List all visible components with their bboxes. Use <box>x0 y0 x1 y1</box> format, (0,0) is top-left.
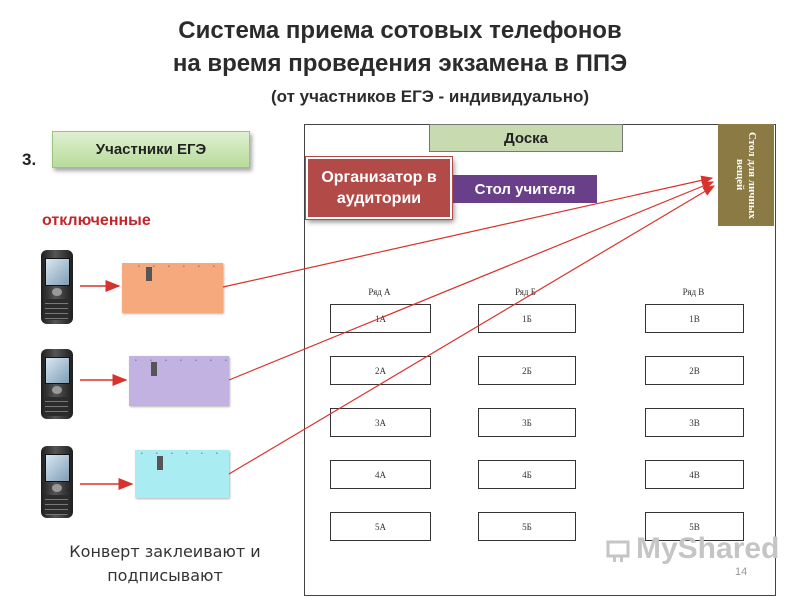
envelope-to-desk-arrow-2 <box>228 181 715 381</box>
phone-screen <box>45 454 70 482</box>
phone-1 <box>41 250 73 324</box>
organizer-box: Организатор в аудитории <box>305 156 453 220</box>
seat-5a: 5А <box>330 512 431 541</box>
organizer-label: Организатор в аудитории <box>321 169 437 207</box>
row-header-a: Ряд А <box>368 287 391 297</box>
seat-5v: 5В <box>645 512 744 541</box>
envelope-dots: • • • • • • • • • • <box>138 265 222 270</box>
seat-4v: 4В <box>645 460 744 489</box>
teacher-desk-label: Стол учителя <box>474 180 576 198</box>
phone-keypad <box>45 397 68 416</box>
envelope-stamp <box>151 362 157 376</box>
phone-screen <box>45 357 70 384</box>
subtitle: (от участников ЕГЭ - индивидуально) <box>270 87 590 106</box>
phone-3 <box>41 446 73 518</box>
personal-items-label: Стол для личных вещей <box>734 131 758 219</box>
envelope-stamp <box>157 456 163 470</box>
phone-keypad <box>45 495 68 515</box>
envelope-dots: • • • • • • • • • • • <box>141 452 227 457</box>
watermark-icon-graphic <box>606 540 630 562</box>
phone-2 <box>41 349 73 419</box>
seat-4a: 4А <box>330 460 431 489</box>
phone-dpad <box>52 386 62 394</box>
seat-3v: 3В <box>645 408 744 437</box>
participants-label: Участники ЕГЭ <box>95 141 207 158</box>
row-header-b: Ряд Б <box>515 287 536 297</box>
envelope-dots: • • • • • • • • • • • • <box>135 359 227 364</box>
envelope-3: • • • • • • • • • • • <box>135 450 229 498</box>
seat-3a: 3А <box>330 408 431 437</box>
phone-screen <box>45 258 70 286</box>
envelope-to-desk-arrow-3 <box>228 185 716 475</box>
seat-2v: 2В <box>645 356 744 385</box>
phone-keypad <box>45 299 68 320</box>
personal-items-desk: Стол для личных вещей <box>718 124 774 226</box>
phone-dpad <box>52 288 62 296</box>
seat-1b: 1Б <box>478 304 576 333</box>
seat-1v: 1В <box>645 304 744 333</box>
title-line-2: на время проведения экзамена в ППЭ <box>172 50 628 77</box>
envelope-stamp <box>146 267 152 281</box>
seat-3b: 3Б <box>478 408 576 437</box>
envelope-2: • • • • • • • • • • • • <box>129 356 229 406</box>
seat-5b: 5Б <box>478 512 576 541</box>
seat-4b: 4Б <box>478 460 576 489</box>
step-number: 3. <box>22 150 37 169</box>
disabled-label: отключенные <box>42 212 151 229</box>
row-header-v: Ряд В <box>682 287 705 297</box>
watermark-text: MyShared <box>636 532 780 565</box>
board: Доска <box>429 124 623 152</box>
envelope-to-desk-arrow-1 <box>222 175 714 288</box>
watermark-icon <box>606 538 632 564</box>
participants-box: Участники ЕГЭ <box>52 131 250 168</box>
seat-2b: 2Б <box>478 356 576 385</box>
title-line-1: Система приема сотовых телефонов <box>178 17 622 44</box>
teacher-desk: Стол учителя <box>453 175 597 203</box>
board-label: Доска <box>503 129 549 147</box>
caption-line-1: Конверт заклеивают и <box>69 542 261 561</box>
caption-line-2: подписывают <box>107 566 223 585</box>
phone-dpad <box>52 484 62 492</box>
page-number: 14 <box>735 566 748 578</box>
envelope-1: • • • • • • • • • • <box>122 263 223 313</box>
